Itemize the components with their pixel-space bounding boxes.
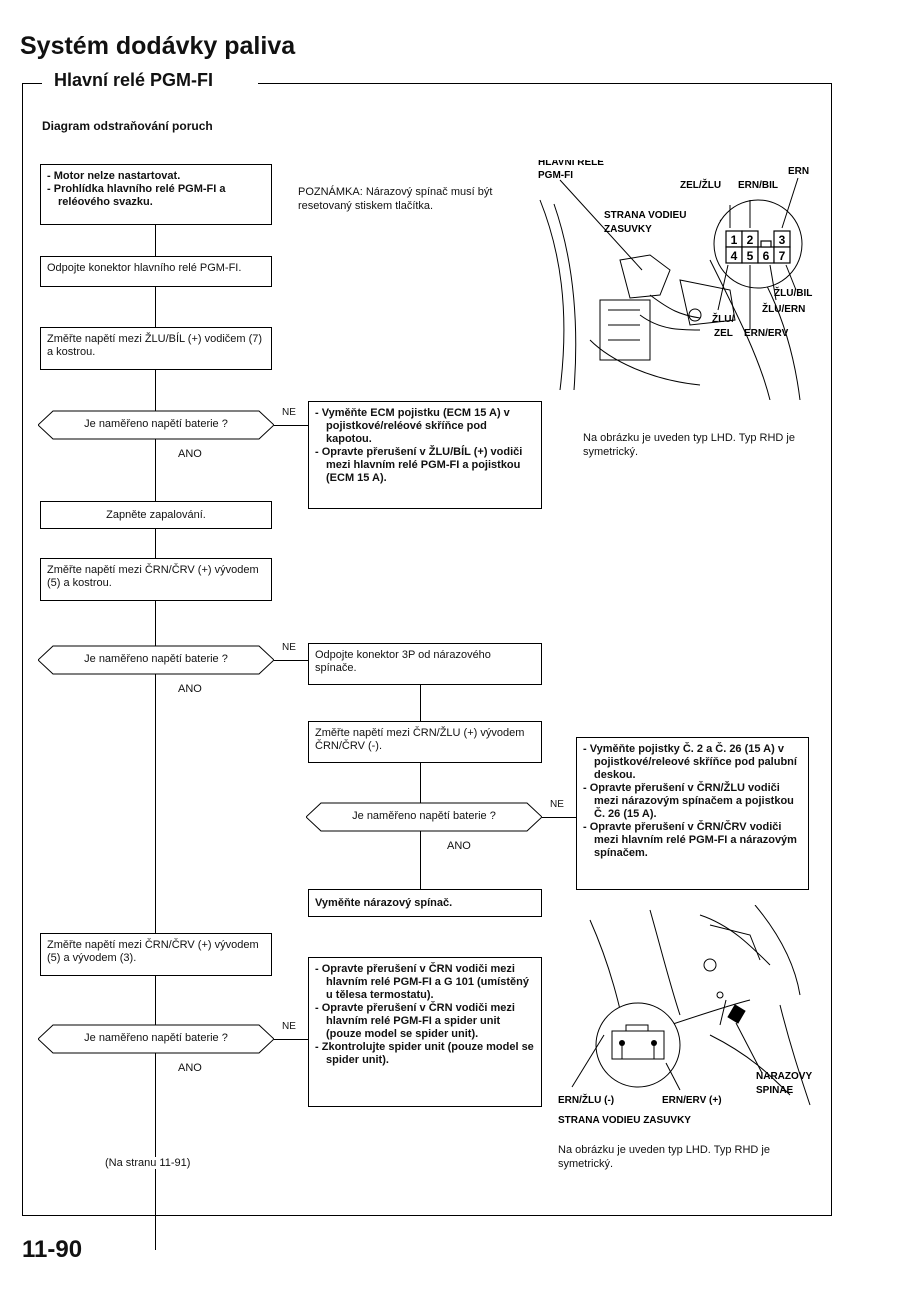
decision-1-text: Je naměřeno napětí baterie ? <box>84 418 228 430</box>
wire-ern-zlu: ERN/ŽLU (-) <box>558 1093 614 1106</box>
diagram-subtitle: Diagram odstraňování poruch <box>42 119 213 133</box>
fix-ecm-line-1: - Vyměňte ECM pojistku (ECM 15 A) v poji… <box>315 407 510 445</box>
wire-zel-zlu: ZEL/ŽLU <box>680 178 721 191</box>
next-page-ref: (Na stranu 11-91) <box>102 1157 194 1169</box>
step-disconnect-relay: Odpojte konektor hlavního relé PGM-FI. <box>40 256 272 287</box>
label-side-2: ZASUVKY <box>604 224 652 235</box>
flow-spine <box>155 225 156 1250</box>
decision-2-no-line <box>274 660 308 661</box>
wire-zlu-1: ŽLU/ <box>712 312 734 325</box>
pin-4: 4 <box>731 249 738 263</box>
fix-ecm-line-2: - Opravte přerušení v ŽLU/BÍL (+) vodiči… <box>315 446 523 484</box>
decision-2-text: Je naměřeno napětí baterie ? <box>84 653 228 665</box>
step-measure-zlu-bil: Změřte napětí mezi ŽLU/BÍL (+) vodičem (… <box>40 327 272 370</box>
label-side-2b: STRANA VODIEU ZASUVKY <box>558 1115 691 1125</box>
decision-2 <box>38 645 274 675</box>
pin-7: 7 <box>779 249 786 263</box>
content-frame <box>22 83 832 1216</box>
fix-ground-line-3: - Zkontrolujte spider unit (pouze model … <box>315 1041 534 1066</box>
step-measure-crn-crv: Změřte napětí mezi ČRN/ČRV (+) vývodem (… <box>40 558 272 601</box>
fix-ecm-fuse: - Vyměňte ECM pojistku (ECM 15 A) v poji… <box>308 401 542 509</box>
wire-zlu-ern: ŽLU/ERN <box>762 302 805 315</box>
crash-switch-figure: ERN/ŽLU (-) ERN/ERV (+) NARAZOVY SPINAE … <box>558 905 812 1125</box>
note-text: POZNÁMKA: Nárazový spínač musí být reset… <box>298 186 493 212</box>
fix-ground-wire: - Opravte přerušení v ČRN vodiči mezi hl… <box>308 957 542 1107</box>
wire-ern-erv-2: ERN/ERV (+) <box>662 1095 722 1106</box>
frame-top-right <box>258 83 831 84</box>
decision-4-no-line <box>274 1039 308 1040</box>
decision-4-no: NE <box>282 1021 296 1032</box>
decision-3-yes: ANO <box>447 840 471 852</box>
decision-4-text: Je naměřeno napětí baterie ? <box>84 1032 228 1044</box>
wire-ern-erv: ERN/ERV <box>744 328 789 339</box>
wire-ern: ERN <box>788 166 809 177</box>
decision-2-no: NE <box>282 642 296 653</box>
start-box: - Motor nelze nastartovat. - Prohlídka h… <box>40 164 272 225</box>
decision-2-yes: ANO <box>178 683 202 695</box>
step-disconnect-3p: Odpojte konektor 3P od nárazového spínač… <box>308 643 542 685</box>
page-title: Systém dodávky paliva <box>20 32 296 60</box>
fix-fuses-line-3: - Opravte přerušení v ČRN/ČRV vodiči mez… <box>583 821 797 859</box>
fix-ground-line-2: - Opravte přerušení v ČRN vodiči mezi hl… <box>315 1002 515 1040</box>
pin-5: 5 <box>747 249 754 263</box>
label-switch-2: SPINAE <box>756 1085 794 1096</box>
start-line-2: - Prohlídka hlavního relé PGM-FI a reléo… <box>47 183 226 208</box>
fix-fuses-line-1: - Vyměňte pojistky Č. 2 a Č. 26 (15 A) v… <box>583 743 797 781</box>
decision-4 <box>38 1024 274 1054</box>
pin-1: 1 <box>731 233 738 247</box>
pin-6: 6 <box>763 249 770 263</box>
decision-3-no-line <box>542 817 576 818</box>
frame-top-left <box>22 83 42 84</box>
label-switch-1: NARAZOVY <box>756 1071 812 1082</box>
label-relay-2: PGM-FI <box>538 170 573 181</box>
decision-3-text: Je naměřeno napětí baterie ? <box>352 810 496 822</box>
decision-3-no: NE <box>550 799 564 810</box>
branch-spine <box>420 685 421 895</box>
start-line-1: - Motor nelze nastartovat. <box>47 170 181 182</box>
decision-1-no: NE <box>282 407 296 418</box>
decision-1-yes: ANO <box>178 448 202 460</box>
step-measure-crn-zlu: Změřte napětí mezi ČRN/ŽLU (+) vývodem Č… <box>308 721 542 763</box>
wire-zel-2: ZEL <box>714 328 733 339</box>
figure1-caption: Na obrázku je uveden typ LHD. Typ RHD je… <box>583 432 795 458</box>
pin-3: 3 <box>779 233 786 247</box>
fix-replace-switch: Vyměňte nárazový spínač. <box>308 889 542 917</box>
label-relay-1: HLAVNI RELE <box>538 160 604 168</box>
label-side-1: STRANA VODIEU <box>604 210 686 221</box>
section-title: Hlavní relé PGM-FI <box>48 70 220 91</box>
decision-3 <box>306 802 542 832</box>
pin-2: 2 <box>747 233 754 247</box>
fix-fuses-line-2: - Opravte přerušení v ČRN/ŽLU vodiči mez… <box>583 782 794 820</box>
decision-1 <box>38 410 274 440</box>
step-measure-5-3: Změřte napětí mezi ČRN/ČRV (+) vývodem (… <box>40 933 272 976</box>
decision-1-no-line <box>274 425 308 426</box>
wire-zlu-bil: ŽLU/BIL <box>774 286 812 299</box>
page-number: 11-90 <box>22 1236 83 1263</box>
step-ignition-on: Zapněte zapalování. <box>40 501 272 529</box>
wire-ern-bil: ERN/BIL <box>738 180 778 191</box>
decision-4-yes: ANO <box>178 1062 202 1074</box>
figure2-caption: Na obrázku je uveden typ LHD. Typ RHD je… <box>558 1144 770 1170</box>
fix-fuses-2-26: - Vyměňte pojistky Č. 2 a Č. 26 (15 A) v… <box>576 737 809 890</box>
relay-connector-figure: 1 2 3 4 5 6 7 HLAVNI RELE PGM-FI STRANA … <box>538 160 812 400</box>
fix-ground-line-1: - Opravte přerušení v ČRN vodiči mezi hl… <box>315 963 529 1001</box>
